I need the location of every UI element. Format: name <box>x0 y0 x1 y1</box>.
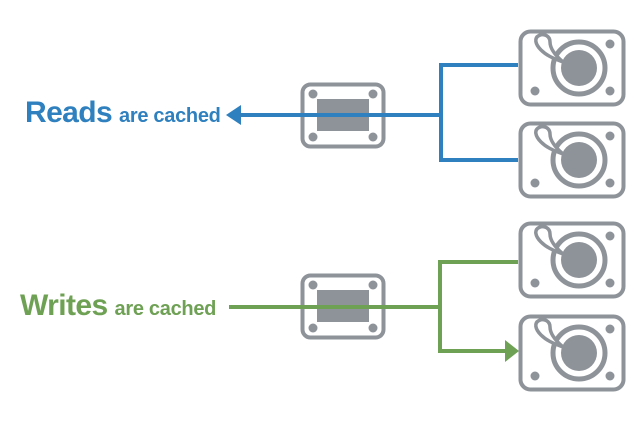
hard-disk-icon <box>518 314 626 392</box>
reads-label-emphasis: Reads <box>25 96 113 129</box>
reads-label: Reads are cached <box>25 98 221 128</box>
hard-disk-icon <box>518 121 626 199</box>
hard-disk-icon <box>518 121 626 199</box>
read-line-vertical <box>439 63 443 162</box>
write-line-vertical <box>438 260 442 353</box>
hard-disk-icon <box>518 221 626 299</box>
left-arrow-icon <box>226 105 241 125</box>
writes-label-rest: are cached <box>114 298 217 320</box>
write-branch-top <box>438 260 518 264</box>
read-branch-bottom <box>439 158 518 162</box>
read-branch-top <box>439 63 518 67</box>
hard-disk-icon <box>518 314 626 392</box>
write-line-main <box>229 305 442 309</box>
read-line-main <box>239 113 443 117</box>
right-arrow-icon <box>505 340 519 362</box>
write-branch-bottom <box>438 349 506 353</box>
hard-disk-icon <box>518 29 626 107</box>
hard-disk-icon <box>518 221 626 299</box>
writes-label-emphasis: Writes <box>20 289 108 322</box>
writes-label: Writes are cached <box>20 291 216 321</box>
reads-label-rest: are cached <box>119 105 221 127</box>
hard-disk-icon <box>518 29 626 107</box>
